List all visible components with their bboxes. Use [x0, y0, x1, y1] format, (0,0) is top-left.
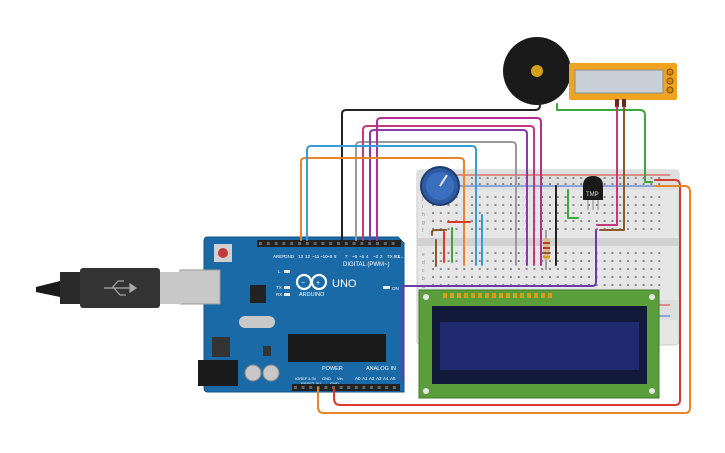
header-pin-label: 8 [334, 254, 337, 259]
header-pin-label: 2 [380, 254, 383, 259]
header-pin-label: A3 [376, 376, 382, 381]
header-pin-label: 7 [345, 254, 348, 259]
lcd-pins [443, 293, 552, 298]
row-letter: g [422, 220, 425, 226]
row-letter: c [422, 268, 425, 274]
header-pin-label: GND [322, 376, 331, 381]
led-l-label: L [278, 269, 281, 274]
header-pin-label: A1 [362, 376, 368, 381]
header-pin-label: AREF [273, 254, 285, 259]
header-pin-label: 3.3V [308, 376, 317, 381]
header-pin-label: IOREF [295, 376, 308, 381]
header-pin-label: A0 [355, 376, 361, 381]
header-pin-label: ~9 [327, 254, 333, 259]
piezo-buzzer[interactable] [503, 37, 571, 105]
header-pin-label: ~10 [320, 254, 328, 259]
analog-label: ANALOG IN [366, 366, 396, 372]
digital-label: DIGITAL (PWM~) [343, 262, 390, 268]
header-pin-label: A5 [390, 376, 396, 381]
sensor-label: TMP [586, 192, 599, 198]
header-pin-label: ~3 [373, 254, 379, 259]
row-letter: j [421, 196, 423, 202]
brand-label: ARDUINO [299, 292, 325, 298]
svg-text:−: − [301, 280, 305, 287]
svg-text:+: + [316, 280, 320, 287]
header-pin-label: GND [284, 254, 295, 259]
digital-header[interactable] [259, 242, 395, 245]
usb-icon [104, 280, 138, 296]
potentiometer[interactable] [420, 166, 460, 206]
header-pin-label: RX←0 [394, 254, 408, 259]
row-letter: h [422, 212, 425, 218]
wires[interactable] [300, 103, 691, 414]
header-pin-label: 13 [298, 254, 304, 259]
sensor-module[interactable] [569, 63, 677, 107]
header-pin-label: GND [330, 381, 339, 386]
resistor[interactable] [543, 230, 550, 270]
header-pin-label: RESET [301, 381, 315, 386]
row-letter: d [422, 260, 425, 266]
usb-cable[interactable] [36, 268, 182, 308]
led-l [284, 270, 290, 273]
header-pin-label: 4 [366, 254, 369, 259]
model-label: UNO [332, 278, 357, 290]
lcd-display[interactable] [418, 289, 660, 399]
temperature-sensor[interactable]: TMP [583, 176, 603, 210]
led-tx [284, 286, 290, 289]
header-pin-label: ~11 [312, 254, 320, 259]
header-pin-label: A2 [369, 376, 375, 381]
arduino-uno[interactable]: AREF GND 13 12 ~11 ~10 ~9 8 7 ~6 ~5 4 ~3… [179, 236, 408, 393]
row-letter: f [422, 228, 424, 234]
led-rx-label: RX [276, 292, 282, 297]
arduino-logo: − + [295, 273, 328, 291]
microcontroller-chip [288, 334, 386, 362]
led-tx-label: TX [276, 285, 282, 290]
header-pin-label: Vin [337, 376, 343, 381]
power-label: POWER [322, 366, 343, 372]
led-on [383, 286, 390, 289]
led-on-label: ON [392, 286, 399, 291]
row-letter: i [422, 204, 423, 210]
header-pin-label: 5V [316, 381, 321, 386]
header-pin-label: 12 [305, 254, 311, 259]
header-pin-label: ~5 [359, 254, 365, 259]
header-pin-label: ~6 [352, 254, 358, 259]
header-pin-label: A4 [383, 376, 389, 381]
row-letter: b [422, 276, 425, 282]
header-pin-label: TX→1 [387, 254, 400, 259]
row-letter: e [422, 252, 425, 258]
led-rx [284, 293, 290, 296]
